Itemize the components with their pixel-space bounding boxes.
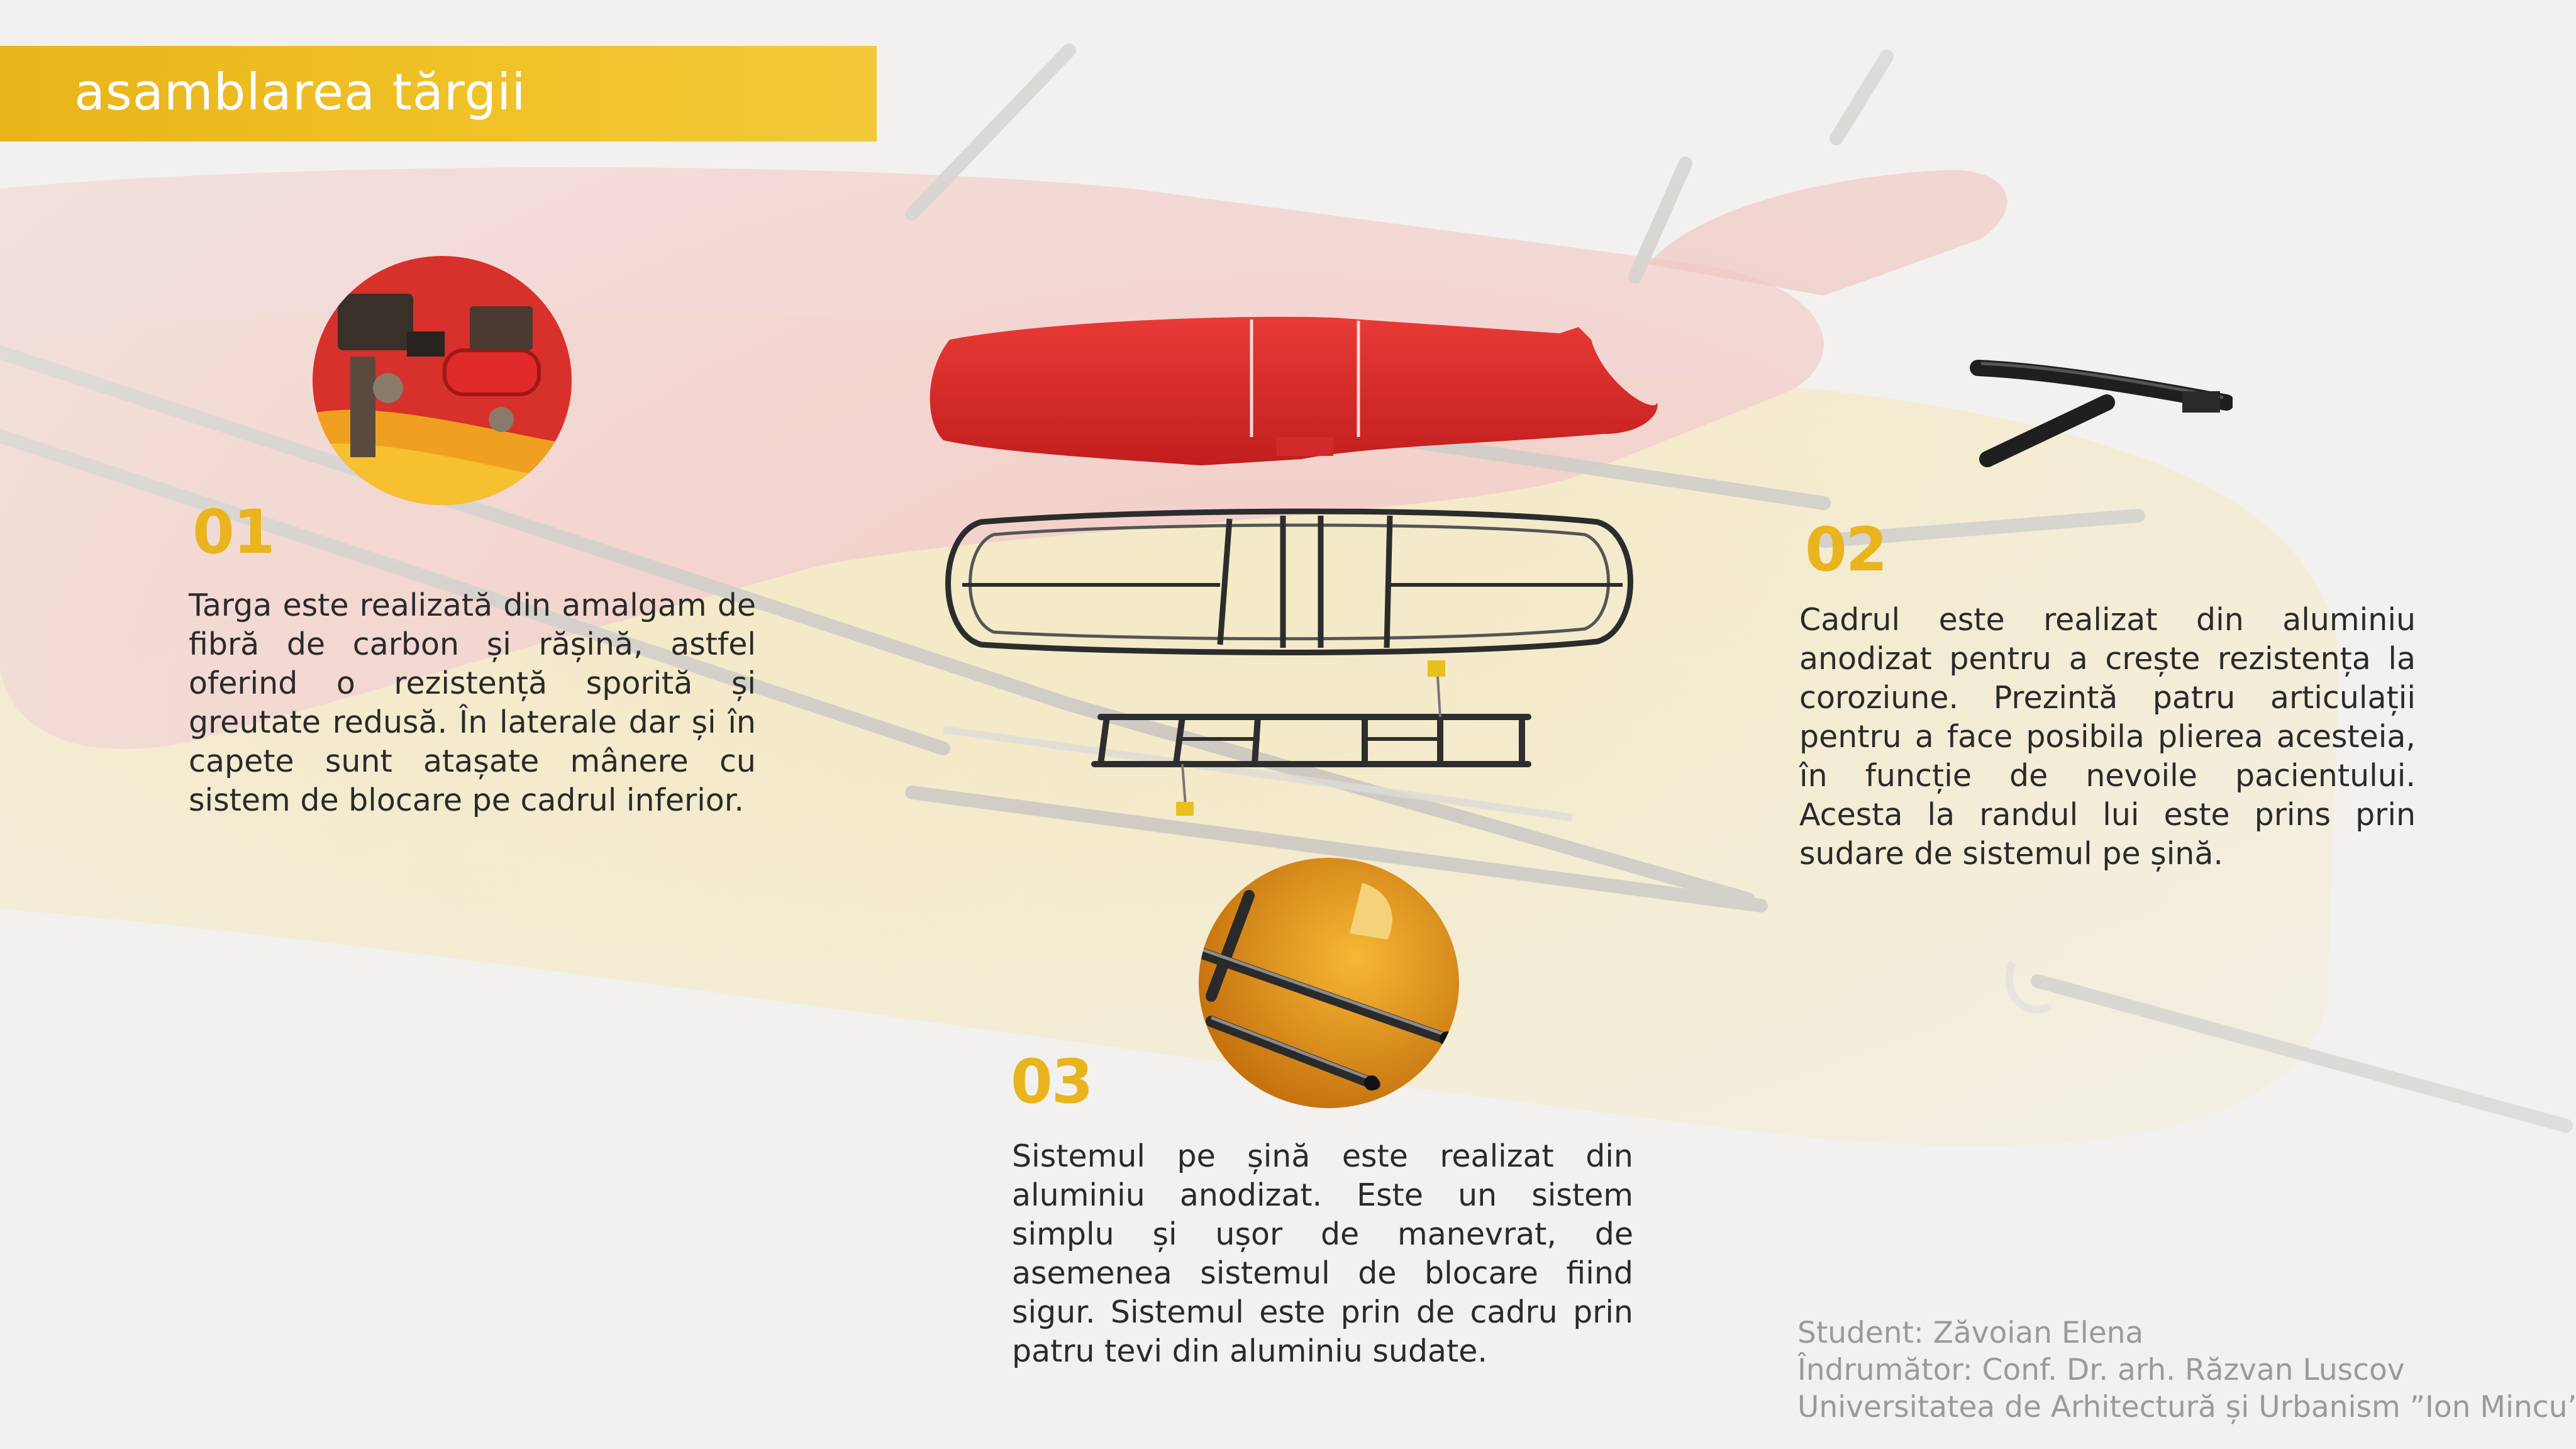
slide-title: asamblarea tărgii: [74, 63, 526, 121]
section-number-01: 01: [192, 497, 275, 567]
rail-detail-image: [1199, 858, 1459, 1108]
aluminium-frame-part: [945, 508, 1633, 655]
credits-student: Student: Zăvoian Elena: [1797, 1316, 2144, 1350]
section-text-03: Sistemul pe șină este realizat din alumi…: [1012, 1138, 1633, 1369]
section-number-02: 02: [1805, 514, 1888, 585]
credits: Student: Zăvoian Elena Îndrumător: Conf.…: [1797, 1314, 2576, 1426]
handle-detail-image: [313, 256, 572, 505]
rail-system-part: [1091, 660, 1531, 816]
frame-joint-part: [1970, 360, 2233, 467]
credits-advisor: Îndrumător: Conf. Dr. arh. Răzvan Luscov: [1797, 1353, 2405, 1387]
section-text-01: Targa este realizată din amalgam de fibr…: [189, 587, 756, 818]
section-text-02: Cadrul este realizat din aluminiu anodiz…: [1799, 602, 2416, 872]
title-bar: [0, 46, 877, 142]
credits-university: Universitatea de Arhitectură și Urbanism…: [1797, 1390, 2576, 1424]
red-mattress-part: [930, 316, 1658, 465]
section-number-03: 03: [1011, 1046, 1094, 1117]
